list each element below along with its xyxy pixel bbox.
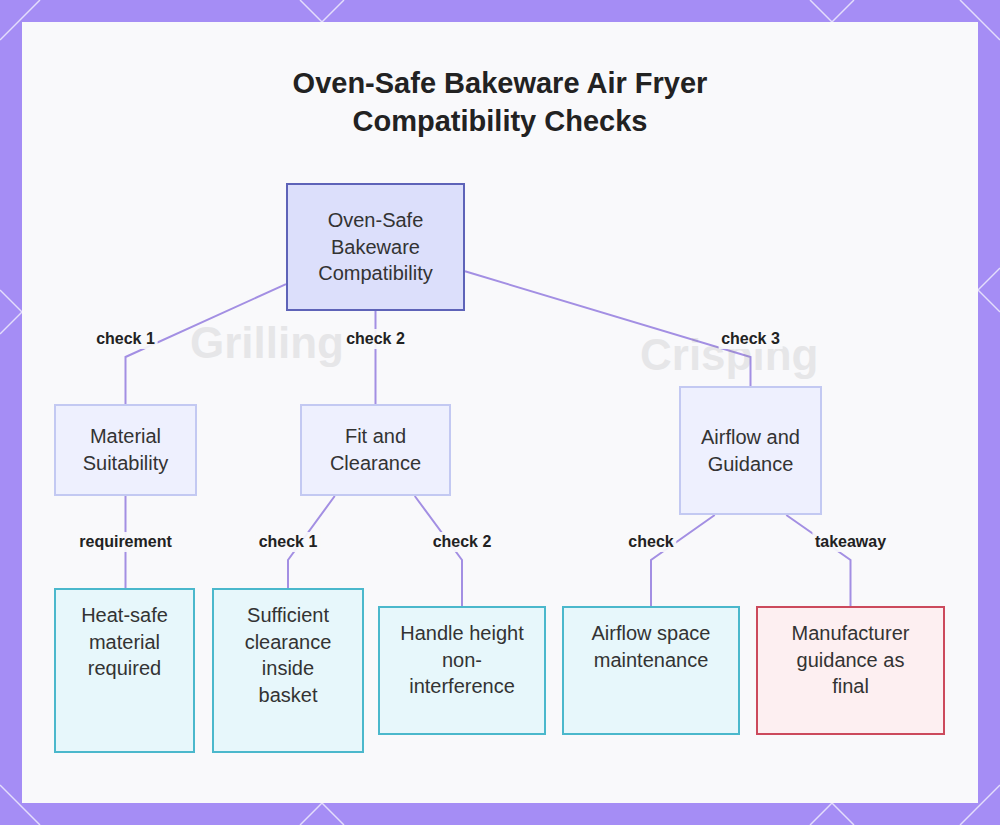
edge-label: check 2 xyxy=(430,532,495,552)
node-text: Fit and Clearance xyxy=(314,423,437,476)
edge-label: check 2 xyxy=(343,329,408,349)
node-text: Airflow and Guidance xyxy=(693,424,808,477)
root-box: Oven-Safe Bakeware Compatibility xyxy=(286,183,465,311)
edge-label: check xyxy=(625,532,676,552)
watermark-text: Grilling xyxy=(190,318,344,368)
edge-label: takeaway xyxy=(812,532,889,552)
node-text: Heat-safe material required xyxy=(74,602,175,682)
check-box: Sufficient clearance inside basket xyxy=(212,588,364,753)
node-text: Handle height non-interference xyxy=(398,620,526,700)
check-box: Heat-safe material required xyxy=(54,588,195,753)
node-text: Material Suitability xyxy=(68,423,183,476)
category-box: Material Suitability xyxy=(54,404,197,496)
takeaway-box: Manufacturer guidance as final xyxy=(756,606,945,735)
connector-path xyxy=(786,515,850,606)
connector-path xyxy=(651,515,715,606)
edge-label: check 1 xyxy=(256,532,321,552)
connector-path xyxy=(375,311,377,404)
check-box: Handle height non-interference xyxy=(378,606,546,735)
category-box: Fit and Clearance xyxy=(300,404,451,496)
check-box: Airflow space maintenance xyxy=(562,606,740,735)
node-text: Airflow space maintenance xyxy=(582,620,720,673)
connector-line xyxy=(786,515,850,606)
edge-label: check 3 xyxy=(718,329,783,349)
edge-label: check 1 xyxy=(93,329,158,349)
node-text: Sufficient clearance inside basket xyxy=(232,602,344,708)
diagram-title: Oven-Safe Bakeware Air Fryer Compatibili… xyxy=(260,64,740,140)
connector-line xyxy=(651,515,715,606)
category-box: Airflow and Guidance xyxy=(679,386,822,515)
edge-label: requirement xyxy=(76,532,174,552)
node-text: Oven-Safe Bakeware Compatibility xyxy=(300,207,451,287)
connector-line xyxy=(375,311,376,404)
node-text: Manufacturer guidance as final xyxy=(776,620,925,700)
